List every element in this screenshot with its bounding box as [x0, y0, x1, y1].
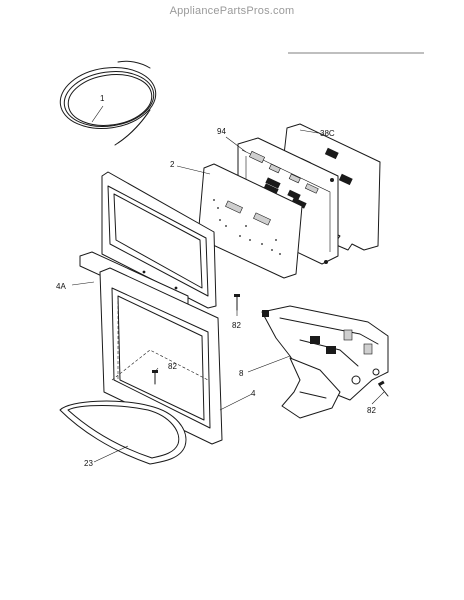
upper-door-frame — [101, 171, 217, 309]
overlay-keypad-dots — [213, 199, 281, 255]
part-4-lower-housing — [99, 267, 223, 445]
part-8-actuator-assembly — [261, 305, 389, 419]
label-part-2: 2 — [170, 160, 175, 169]
leader-lines — [71, 105, 385, 463]
label-part-1: 1 — [100, 94, 105, 103]
label-part-82-middle: 82 — [168, 362, 177, 371]
part-23-drip-tray — [59, 400, 187, 465]
label-part-23: 23 — [84, 459, 93, 468]
label-part-4: 4 — [251, 389, 256, 398]
screw-82-right — [377, 380, 389, 397]
label-part-82-right: 82 — [367, 406, 376, 415]
part-1-tubing-coil — [59, 60, 157, 146]
label-part-94: 94 — [217, 127, 226, 136]
screw-82-top — [234, 294, 240, 311]
label-part-38c: 38C — [320, 129, 335, 138]
label-part-8: 8 — [239, 369, 244, 378]
label-part-4a: 4A — [56, 282, 66, 291]
label-part-82-top: 82 — [232, 321, 241, 330]
watermark: AppliancePartsPros.com — [169, 5, 295, 17]
